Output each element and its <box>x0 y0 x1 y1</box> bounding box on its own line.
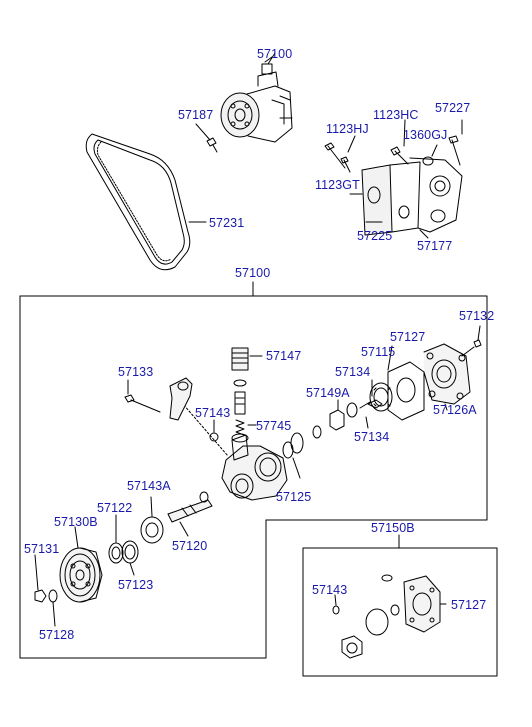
belt-57231-drawing <box>85 133 207 271</box>
part-label-57187[interactable]: 57187 <box>178 108 214 122</box>
part-label-1360gj[interactable]: 1360GJ <box>403 128 448 142</box>
pulley-57130b-drawing <box>59 526 103 603</box>
bracket-assembly-drawing <box>324 135 463 239</box>
part-label-57225[interactable]: 57225 <box>357 229 393 243</box>
valve-57745-drawing <box>209 391 257 442</box>
part-label-57128[interactable]: 57128 <box>39 628 75 642</box>
part-label-57231[interactable]: 57231 <box>209 216 245 230</box>
kit-57150b-contents-drawing <box>332 574 447 659</box>
part-label-57120[interactable]: 57120 <box>172 539 208 553</box>
part-label-57125[interactable]: 57125 <box>276 490 312 504</box>
part-label-57143-kit[interactable]: 57143 <box>312 583 348 597</box>
part-label-1123hc[interactable]: 1123HC <box>373 108 419 122</box>
part-label-57100-top[interactable]: 57100 <box>257 47 293 61</box>
part-label-57134-top[interactable]: 57134 <box>335 365 371 379</box>
part-label-57127-main[interactable]: 57127 <box>390 330 426 344</box>
part-label-1123gt[interactable]: 1123GT <box>315 178 360 192</box>
part-label-57122[interactable]: 57122 <box>97 501 133 515</box>
bolt-57133-drawing <box>124 377 193 421</box>
part-label-57227[interactable]: 57227 <box>435 101 471 115</box>
part-label-57127-kit[interactable]: 57127 <box>451 598 487 612</box>
bolt-57187-drawing <box>195 123 218 153</box>
part-label-57123[interactable]: 57123 <box>118 578 154 592</box>
part-label-57131[interactable]: 57131 <box>24 542 60 556</box>
part-label-57147[interactable]: 57147 <box>266 349 302 363</box>
pump-body-drawing <box>175 395 288 501</box>
nut-washer-drawing <box>34 554 58 627</box>
pump-assembly-top-drawing <box>220 56 293 143</box>
part-label-57115[interactable]: 57115 <box>361 345 396 359</box>
fitting-57147-drawing <box>231 347 263 387</box>
part-label-57143-main[interactable]: 57143 <box>195 406 231 420</box>
part-label-57133[interactable]: 57133 <box>118 365 154 379</box>
pump-internal-parts-drawing <box>329 325 482 431</box>
part-label-57134-bottom[interactable]: 57134 <box>354 430 390 444</box>
part-label-1123hj[interactable]: 1123HJ <box>326 122 369 136</box>
part-label-57150b[interactable]: 57150B <box>371 521 415 535</box>
shaft-bearing-drawing <box>140 491 213 544</box>
part-label-57130b[interactable]: 57130B <box>54 515 98 529</box>
part-label-57177[interactable]: 57177 <box>417 239 453 253</box>
part-label-57745[interactable]: 57745 <box>256 419 292 433</box>
ring-parts-drawing <box>108 514 139 576</box>
part-label-57126a[interactable]: 57126A <box>433 403 477 417</box>
part-label-57149a[interactable]: 57149A <box>306 386 350 400</box>
part-label-57143a[interactable]: 57143A <box>127 479 171 493</box>
seal-57125-drawing <box>282 425 322 479</box>
part-label-57100-main[interactable]: 57100 <box>235 266 271 280</box>
part-label-57132[interactable]: 57132 <box>459 309 495 323</box>
